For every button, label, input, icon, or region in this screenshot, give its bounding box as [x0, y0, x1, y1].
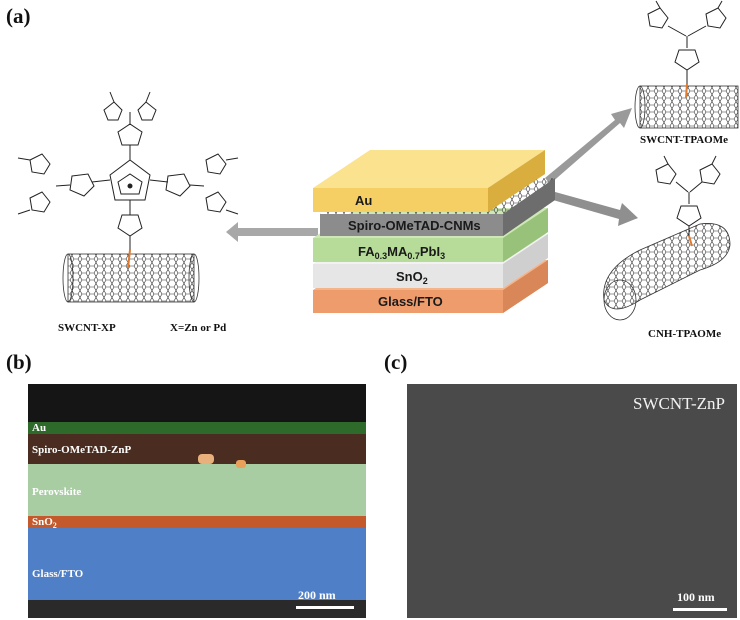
sem-b-label-perovskite: Perovskite: [32, 486, 82, 498]
panel-a-graphic: Au Spiro-OMeTAD-CNMs FA0.3MA0.7PbI3 SnO2…: [17, 0, 739, 321]
stack-label-au: Au: [355, 193, 372, 208]
stack-label-perovskite: FA0.3MA0.7PbI3: [358, 244, 445, 261]
arrow-left: [226, 222, 318, 242]
sem-b-bottom: [28, 600, 366, 618]
sem-c-scale-text: 100 nm: [677, 590, 715, 604]
tpaome-bottom-molecule: [655, 155, 721, 236]
sem-b-scale-bar: [296, 606, 354, 609]
sem-b-particle-2: [236, 460, 246, 468]
sem-b-layer-spiro: [28, 434, 366, 464]
panel-c-label: (c): [384, 350, 408, 374]
porphyrin-molecule: [17, 91, 239, 250]
stack-label-spiro: Spiro-OMeTAD-CNMs: [348, 218, 481, 233]
sem-b-label-sno2: SnO2: [32, 516, 57, 531]
sem-b-layer-perovskite: [28, 464, 366, 516]
sem-cross-section: Au Spiro-OMeTAD-ZnP Perovskite SnO2 Glas…: [28, 384, 366, 618]
cnh-horn: [603, 223, 731, 321]
swcnt-left: [62, 249, 200, 303]
sem-b-layer-au: [28, 422, 366, 434]
arrow-down-right: [546, 190, 638, 226]
stack-label-glass: Glass/FTO: [378, 294, 443, 309]
sem-b-layer-glass: [28, 528, 366, 600]
sem-b-label-glass: Glass/FTO: [32, 568, 84, 580]
sem-b-layer-sno2: [28, 516, 366, 528]
caption-swcnt-xp: SWCNT-XP: [58, 322, 116, 334]
caption-x-zn-pd: X=Zn or Pd: [170, 322, 227, 334]
caption-swcnt-tpaome: SWCNT-TPAOMe: [640, 134, 728, 146]
sem-b-label-au: Au: [32, 422, 47, 434]
caption-cnh-tpaome: CNH-TPAOMe: [648, 328, 722, 340]
panel-a-label: (a): [6, 4, 31, 28]
tpaome-top-molecule: [647, 0, 727, 84]
swcnt-top-right: [634, 83, 739, 129]
sem-b-label-spiro: Spiro-OMeTAD-ZnP: [32, 444, 132, 456]
panel-b-label: (b): [6, 350, 32, 374]
sem-b-particle: [198, 454, 214, 464]
sem-b-scale-text: 200 nm: [298, 588, 336, 602]
sem-c-scale-bar: [673, 608, 727, 611]
stack-label-sno2: SnO2: [396, 269, 428, 286]
sem-top-view: SWCNT-ZnP 100 nm: [407, 384, 737, 618]
sem-c-title: SWCNT-ZnP: [633, 394, 725, 413]
device-stack: [313, 150, 555, 313]
sem-b-top-void: [28, 384, 366, 422]
arrow-up-right: [545, 108, 632, 184]
